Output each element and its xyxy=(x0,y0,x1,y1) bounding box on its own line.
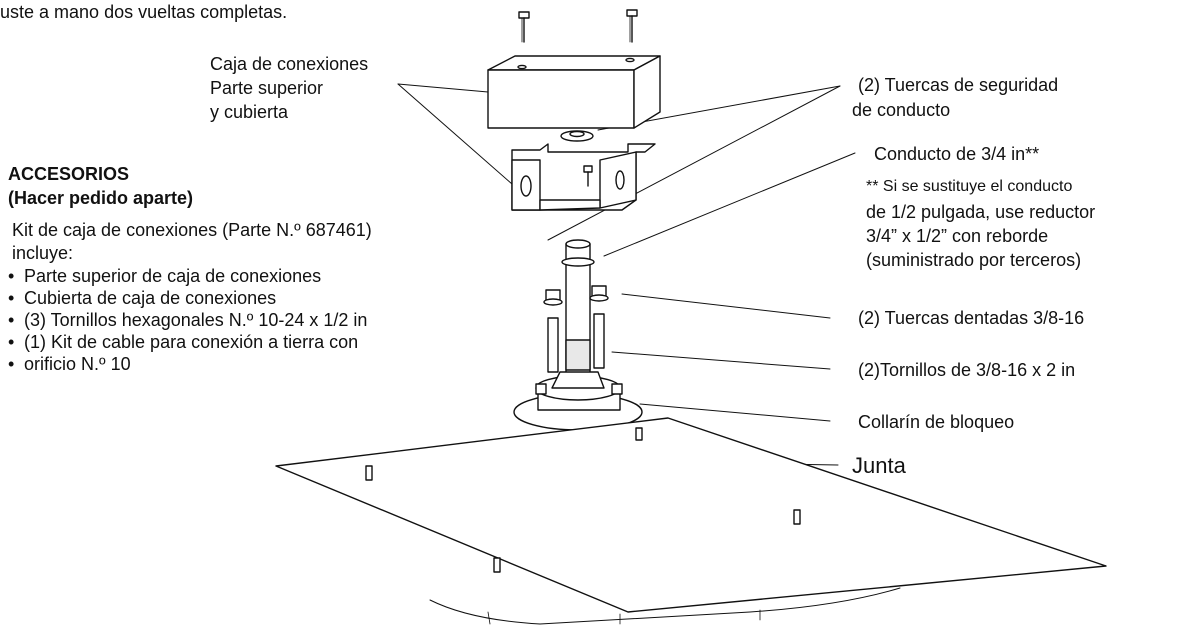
accessories-list: Parte superior de caja de conexiones Cub… xyxy=(8,265,367,375)
accessories-title: ACCESORIOS xyxy=(8,164,130,184)
list-item: Cubierta de caja de conexiones xyxy=(8,287,367,309)
top-screws xyxy=(518,9,638,43)
canopy-studs xyxy=(365,427,801,573)
label-junction-box-top-3: y cubierta xyxy=(210,102,289,122)
label-gasket: Junta xyxy=(852,453,906,478)
label-lock-collar: Collarín de bloqueo xyxy=(858,412,1015,432)
accessories-subtitle: (Hacer pedido aparte) xyxy=(8,188,194,208)
junction-box-cover xyxy=(487,55,661,129)
kit-includes: incluye: xyxy=(12,243,74,263)
list-item-continuation: orificio N.º 10 xyxy=(24,354,131,374)
label-junction-box-top-2: Parte superior xyxy=(210,78,324,98)
conduit-pipe xyxy=(561,239,595,373)
label-serrated-nuts: (2) Tuercas dentadas 3/8-16 xyxy=(858,308,1085,328)
note-line-3: 3/4” x 1/2” con reborde xyxy=(866,226,1049,246)
label-lock-nuts-1: (2) Tuercas de seguridad xyxy=(858,75,1059,95)
list-item: (3) Tornillos hexagonales N.º 10-24 x 1/… xyxy=(8,309,367,331)
list-item: Parte superior de caja de conexiones xyxy=(8,265,367,287)
instruction-text: uste a mano dos vueltas completas. xyxy=(0,2,288,22)
list-item: (1) Kit de cable para conexión a tierra … xyxy=(8,331,367,353)
note-line-1: ** Si se sustituye el conducto xyxy=(866,178,1073,195)
canopy-plate xyxy=(275,417,1107,625)
label-conduit: Conducto de 3/4 in** xyxy=(874,144,1040,164)
list-item: orificio N.º 10 xyxy=(8,353,367,375)
serrated-nuts-and-bolts xyxy=(543,285,609,373)
label-bolts: (2)Tornillos de 3/8-16 x 2 in xyxy=(858,360,1076,380)
kit-description: Kit de caja de conexiones (Parte N.º 687… xyxy=(12,220,372,240)
note-line-4: (suministrado por terceros) xyxy=(866,250,1082,270)
junction-box-top xyxy=(511,143,656,211)
label-lock-nuts-2: de conducto xyxy=(852,100,951,120)
conduit-lock-nut-top xyxy=(560,130,594,142)
label-junction-box-top-1: Caja de conexiones xyxy=(210,54,369,74)
lock-collar xyxy=(513,371,643,431)
note-line-2: de 1/2 pulgada, use reductor xyxy=(866,202,1096,222)
